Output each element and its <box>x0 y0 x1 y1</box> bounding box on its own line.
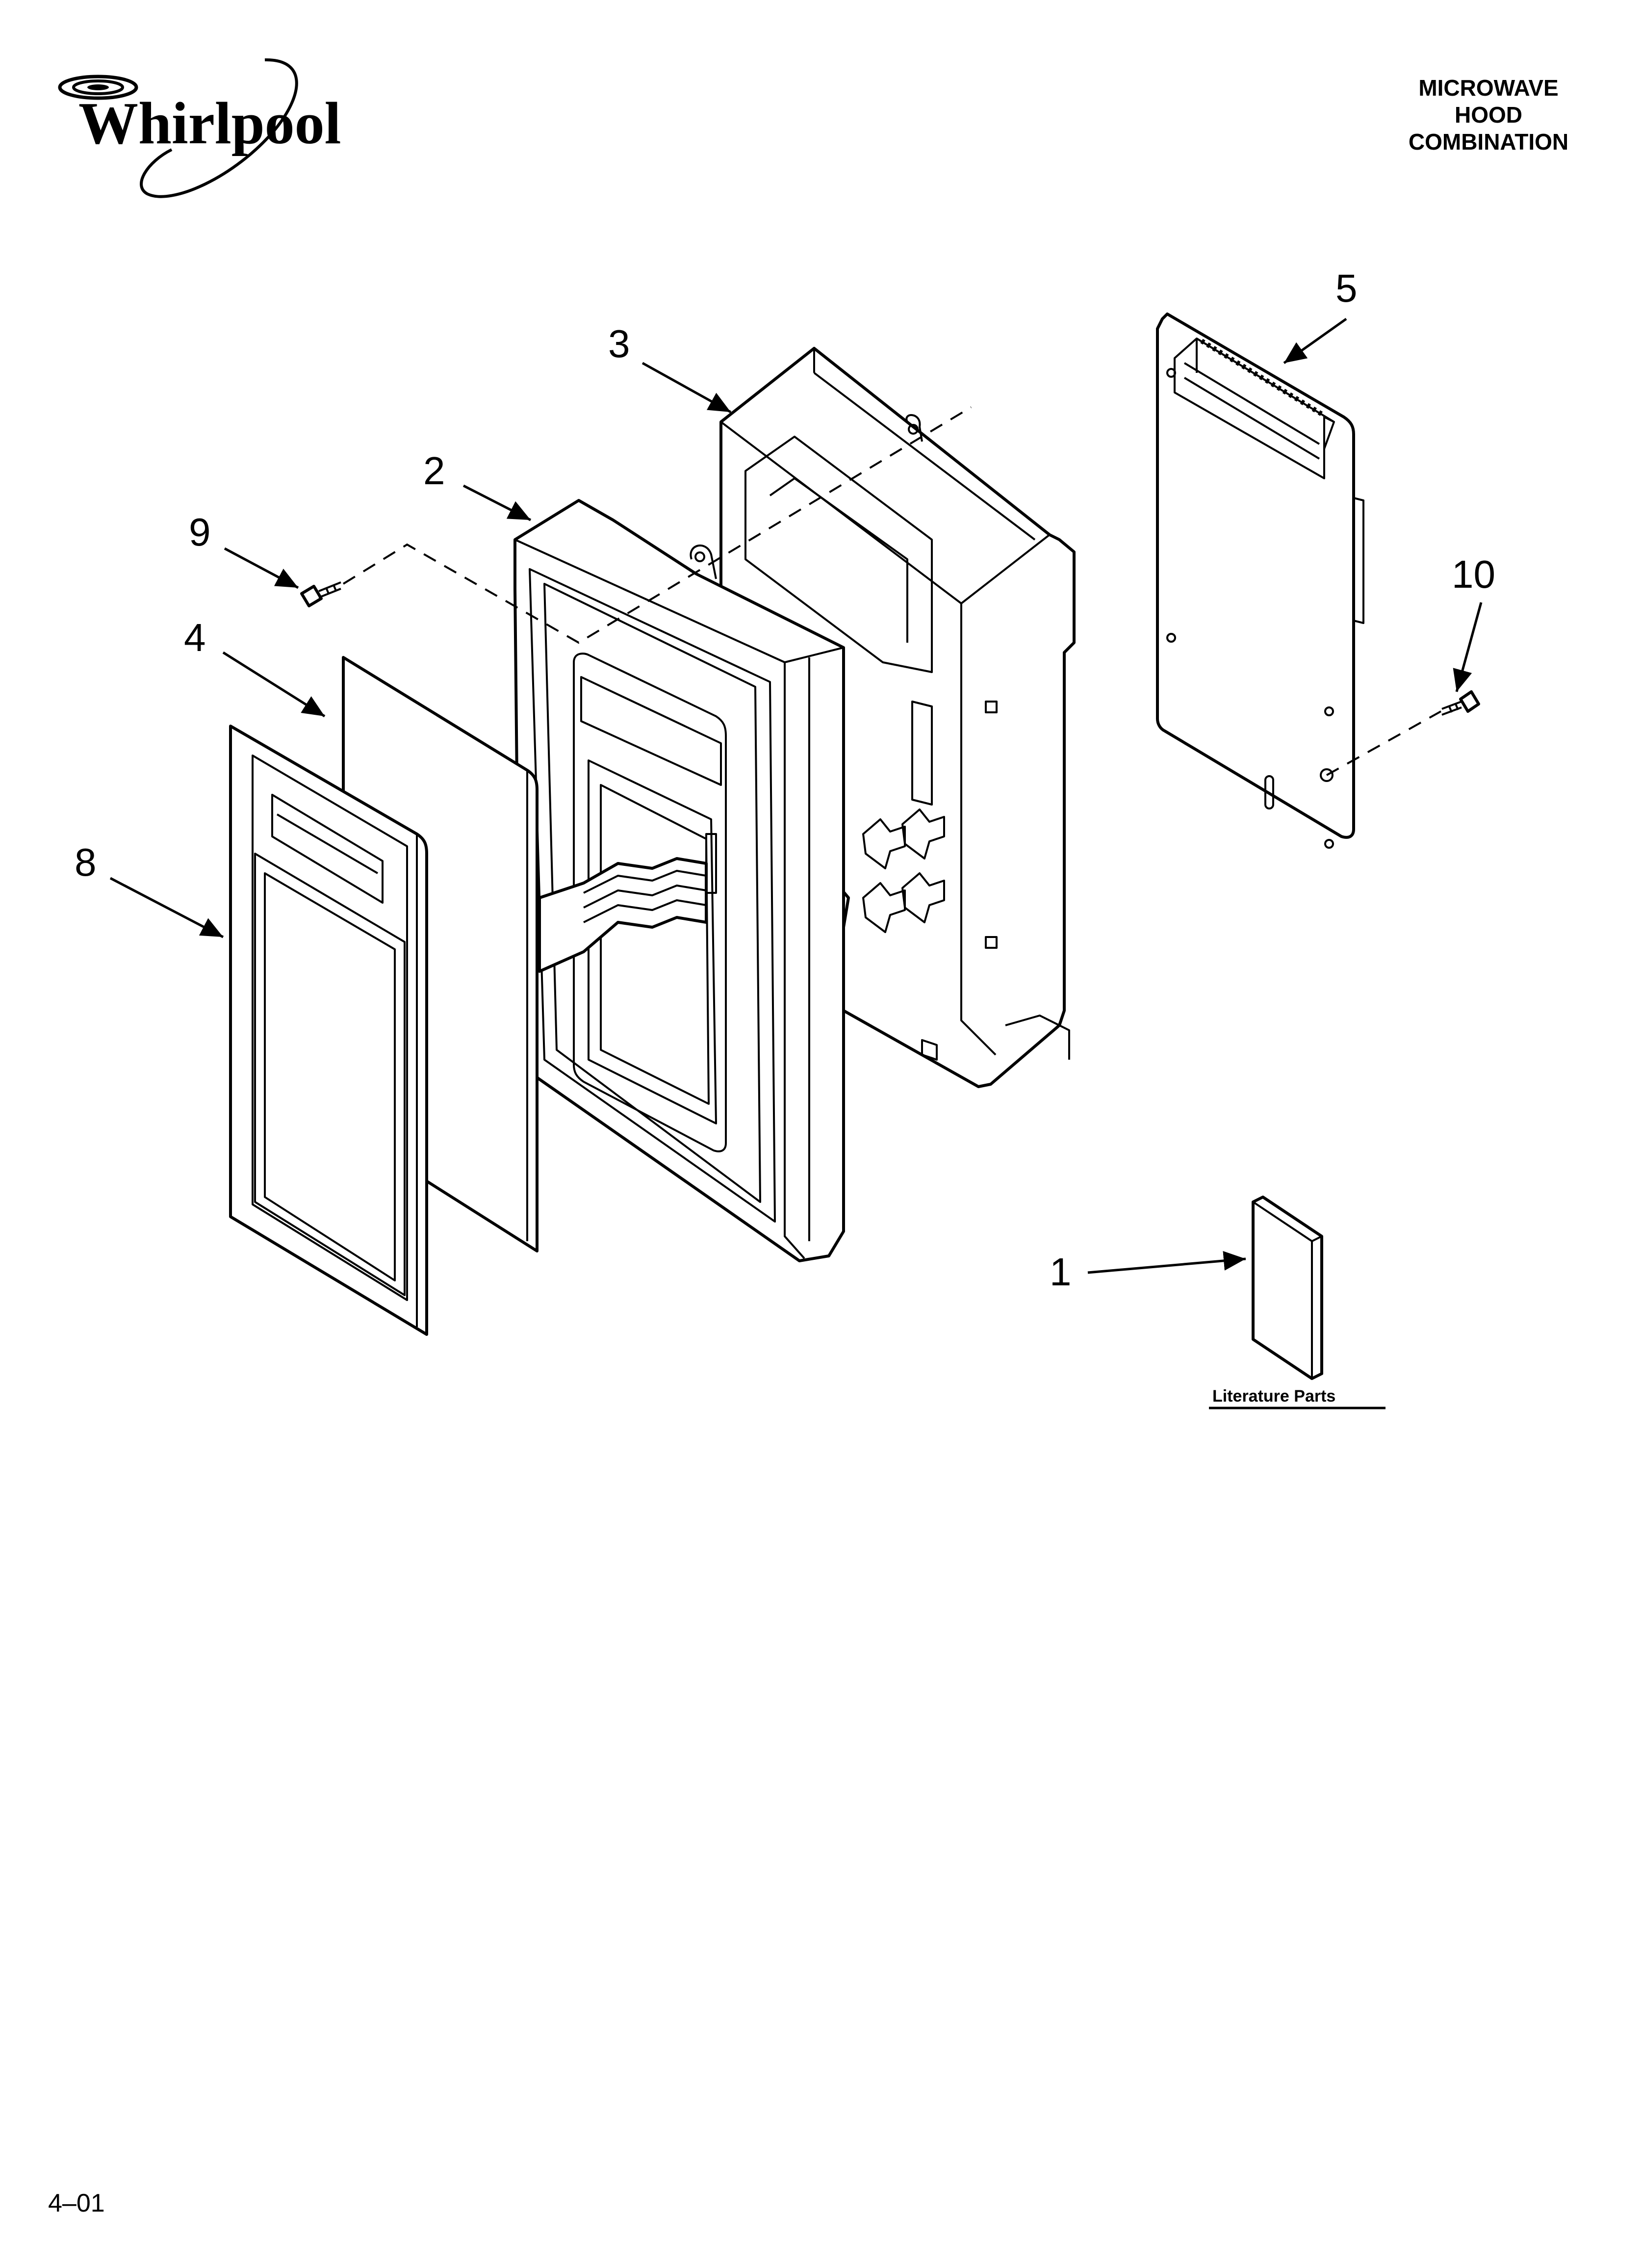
callout-1: 1 <box>1050 1250 1072 1294</box>
leader-arrow-9 <box>224 547 299 589</box>
title-line-3: COMBINATION <box>1409 129 1568 155</box>
callout-9: 9 <box>189 510 211 554</box>
leader-arrow-10 <box>1453 602 1483 692</box>
callout-3: 3 <box>608 322 630 365</box>
callout-8: 8 <box>75 840 97 884</box>
callout-4: 4 <box>184 616 206 659</box>
callout-2: 2 <box>423 449 445 493</box>
page-code: 4–01 <box>48 2189 105 2217</box>
leader-arrow-3 <box>641 362 732 414</box>
part-1-literature-book <box>1252 1196 1323 1380</box>
part-8-keypad-overlay <box>229 725 428 1336</box>
alignment-line-left <box>342 406 972 644</box>
part-10-screw <box>1441 690 1480 716</box>
title-line-1: MICROWAVE <box>1418 75 1558 101</box>
page-title: MICROWAVE HOOD COMBINATION <box>1409 75 1568 155</box>
part-9-screw <box>300 581 341 607</box>
part-5-control-board <box>1156 313 1364 849</box>
leader-arrow-2 <box>462 484 532 521</box>
leader-arrow-1 <box>1087 1251 1246 1274</box>
callout-10: 10 <box>1452 552 1495 596</box>
part-3-control-housing <box>719 347 1076 1088</box>
ribbon-cable <box>538 857 708 973</box>
swirl-icon <box>58 58 298 198</box>
leader-arrow-5 <box>1283 317 1347 365</box>
whirlpool-logo: Whirlpool <box>58 58 341 198</box>
literature-parts-label: Literature Parts <box>1212 1387 1335 1406</box>
leader-arrow-8 <box>109 877 224 938</box>
leader-arrow-4 <box>222 651 326 718</box>
callout-5: 5 <box>1335 266 1358 310</box>
brand-wordmark: Whirlpool <box>78 90 341 156</box>
title-line-2: HOOD <box>1455 102 1522 128</box>
